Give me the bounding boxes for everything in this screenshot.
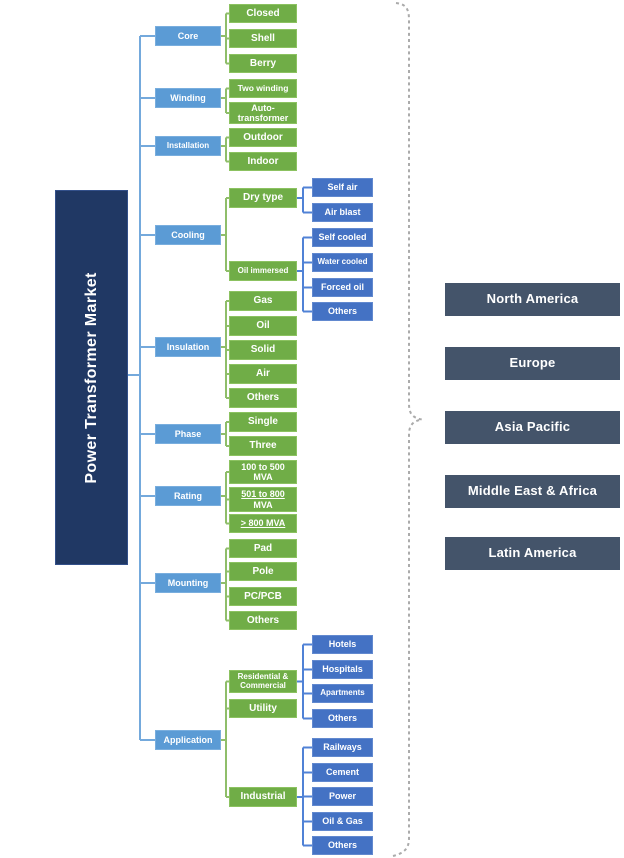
node-pole: Pole xyxy=(229,562,297,581)
node-pc-pcb: PC/PCB xyxy=(229,587,297,606)
trunk-connectors-blue xyxy=(128,35,155,741)
node-single: Single xyxy=(229,412,297,432)
node-auto-transformer: Auto-transformer xyxy=(229,102,297,124)
region-middle-east-africa: Middle East & Africa xyxy=(445,475,620,508)
node-residential-commercial: Residential & Commercial xyxy=(229,670,297,693)
node-gas: Gas xyxy=(229,291,297,311)
node-phase: Phase xyxy=(155,424,221,444)
segment-connectors-green xyxy=(221,12,229,798)
node-pad: Pad xyxy=(229,539,297,558)
node-two-winding: Two winding xyxy=(229,79,297,98)
node-application: Application xyxy=(155,730,221,750)
node-installation: Installation xyxy=(155,136,221,156)
root-node-power-transformer-market: Power Transformer Market xyxy=(55,190,128,565)
node-oil-immersed: Oil immersed xyxy=(229,261,297,281)
node-power: Power xyxy=(312,787,373,806)
node-oil-gas: Oil & Gas xyxy=(312,812,373,831)
region-latin-america: Latin America xyxy=(445,537,620,570)
leaf-connectors-blue xyxy=(297,186,312,847)
node-insulation-others: Others xyxy=(229,388,297,408)
node-residential-others: Others xyxy=(312,709,373,728)
node-industrial-others: Others xyxy=(312,836,373,855)
node-100-to-500-mva: 100 to 500 MVA xyxy=(229,460,297,484)
node-hotels: Hotels xyxy=(312,635,373,654)
node-insulation: Insulation xyxy=(155,337,221,357)
node-cooling-others: Others xyxy=(312,302,373,321)
node-water-cooled: Water cooled xyxy=(312,253,373,272)
node-dry-type: Dry type xyxy=(229,188,297,208)
region-europe: Europe xyxy=(445,347,620,380)
node-rating: Rating xyxy=(155,486,221,506)
node-utility: Utility xyxy=(229,699,297,718)
node-cement: Cement xyxy=(312,763,373,782)
node-three: Three xyxy=(229,436,297,456)
root-title: Power Transformer Market xyxy=(82,271,100,484)
node-berry: Berry xyxy=(229,54,297,73)
node-hospitals: Hospitals xyxy=(312,660,373,679)
node-indoor: Indoor xyxy=(229,152,297,171)
node-shell: Shell xyxy=(229,29,297,48)
node-501-to-800-mva: 501 to 800 MVA xyxy=(229,487,297,512)
node-outdoor: Outdoor xyxy=(229,128,297,147)
node-winding: Winding xyxy=(155,88,221,108)
node-solid: Solid xyxy=(229,340,297,360)
node-apartments: Apartments xyxy=(312,684,373,703)
node-mounting-others: Others xyxy=(229,611,297,630)
node-core: Core xyxy=(155,26,221,46)
node-industrial: Industrial xyxy=(229,787,297,807)
node-oil: Oil xyxy=(229,316,297,336)
region-asia-pacific: Asia Pacific xyxy=(445,411,620,444)
node-air-blast: Air blast xyxy=(312,203,373,222)
node-self-air: Self air xyxy=(312,178,373,197)
node-cooling: Cooling xyxy=(155,225,221,245)
node-forced-oil: Forced oil xyxy=(312,278,373,297)
node-gt-800-mva: > 800 MVA xyxy=(229,514,297,533)
node-mounting: Mounting xyxy=(155,573,221,593)
regions-brace xyxy=(392,2,423,857)
node-closed: Closed xyxy=(229,4,297,23)
region-north-america: North America xyxy=(445,283,620,316)
node-air: Air xyxy=(229,364,297,384)
node-self-cooled: Self cooled xyxy=(312,228,373,247)
node-railways: Railways xyxy=(312,738,373,757)
